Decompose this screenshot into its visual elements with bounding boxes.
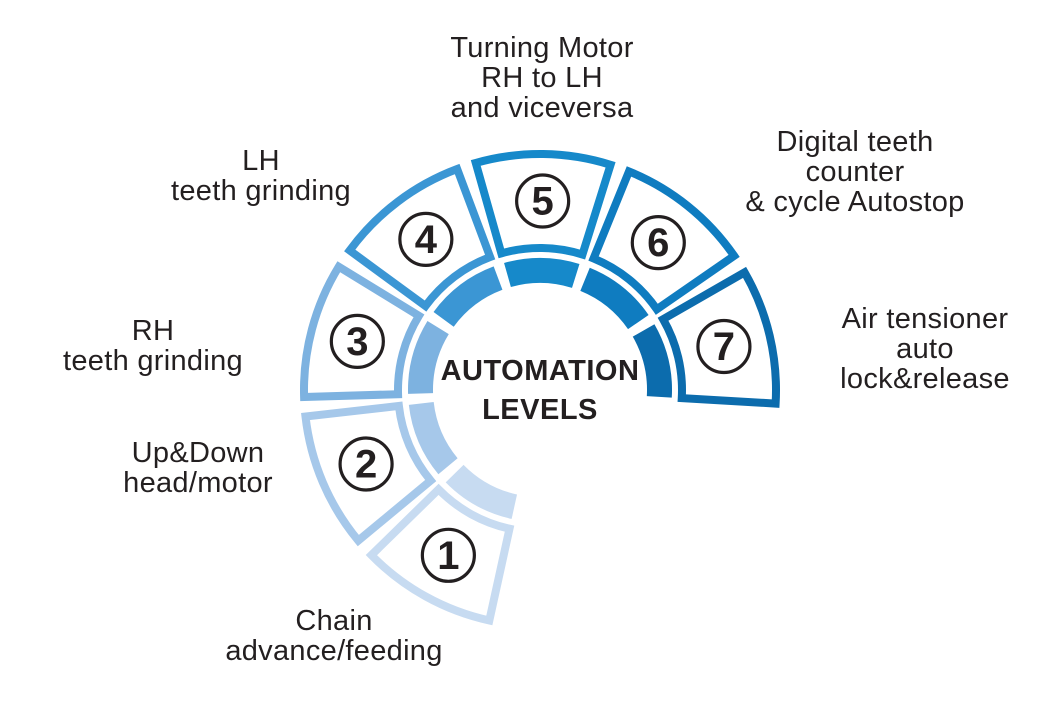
segment-label-7-line: lock&release <box>840 363 1010 395</box>
segment-label-6-line: Digital teeth <box>776 126 934 158</box>
segment-number-1: 1 <box>437 534 459 578</box>
diagram-title: AUTOMATION LEVELS <box>441 352 640 430</box>
title-line-2: LEVELS <box>482 394 598 426</box>
segment-number-5: 5 <box>532 180 554 224</box>
title-line-1: AUTOMATION <box>440 355 640 387</box>
segment-number-circle-1 <box>420 527 476 583</box>
segment-number-circle-7 <box>696 318 752 375</box>
segment-number-6: 6 <box>647 221 669 265</box>
segment-band-7 <box>632 324 672 398</box>
segment-band-6 <box>580 267 649 330</box>
segment-label-3-line: teeth grinding <box>63 345 243 377</box>
segment-band-5 <box>504 258 580 288</box>
segment-number-7: 7 <box>713 325 735 369</box>
segment-label-1-line: advance/feeding <box>225 635 443 667</box>
segment-number-2: 2 <box>355 443 377 487</box>
segment-number-circle-5 <box>515 173 571 229</box>
segment-label-7-line: Air tensioner <box>841 303 1009 335</box>
segment-label-6-line: counter <box>805 156 905 188</box>
segment-label-3-line: RH <box>131 315 175 347</box>
segment-label-7-line: auto <box>896 333 954 365</box>
segment-number-circle-2 <box>338 436 394 492</box>
segment-label-5-line: RH to LH <box>481 62 603 94</box>
segment-label-4-line: LH <box>242 145 280 177</box>
segment-label-6-line: & cycle Autostop <box>745 186 965 218</box>
segment-number-4: 4 <box>415 218 438 262</box>
segment-label-5-line: and viceversa <box>450 92 634 124</box>
segment-label-2-line: Up&Down <box>131 437 265 469</box>
segment-label-5-line: Turning Motor <box>450 32 634 64</box>
segment-band-3 <box>408 321 449 394</box>
segment-label-1-line: Chain <box>295 605 373 637</box>
segment-number-circle-3 <box>329 313 385 369</box>
segment-label-4-line: teeth grinding <box>171 175 351 207</box>
segment-label-2-line: head/motor <box>123 467 273 499</box>
segment-band-1 <box>445 464 518 519</box>
segment-band-4 <box>433 266 503 327</box>
segment-number-circle-4 <box>398 211 454 267</box>
segment-number-3: 3 <box>346 320 368 364</box>
segment-number-circle-6 <box>630 215 686 271</box>
segment-band-2 <box>408 402 458 475</box>
